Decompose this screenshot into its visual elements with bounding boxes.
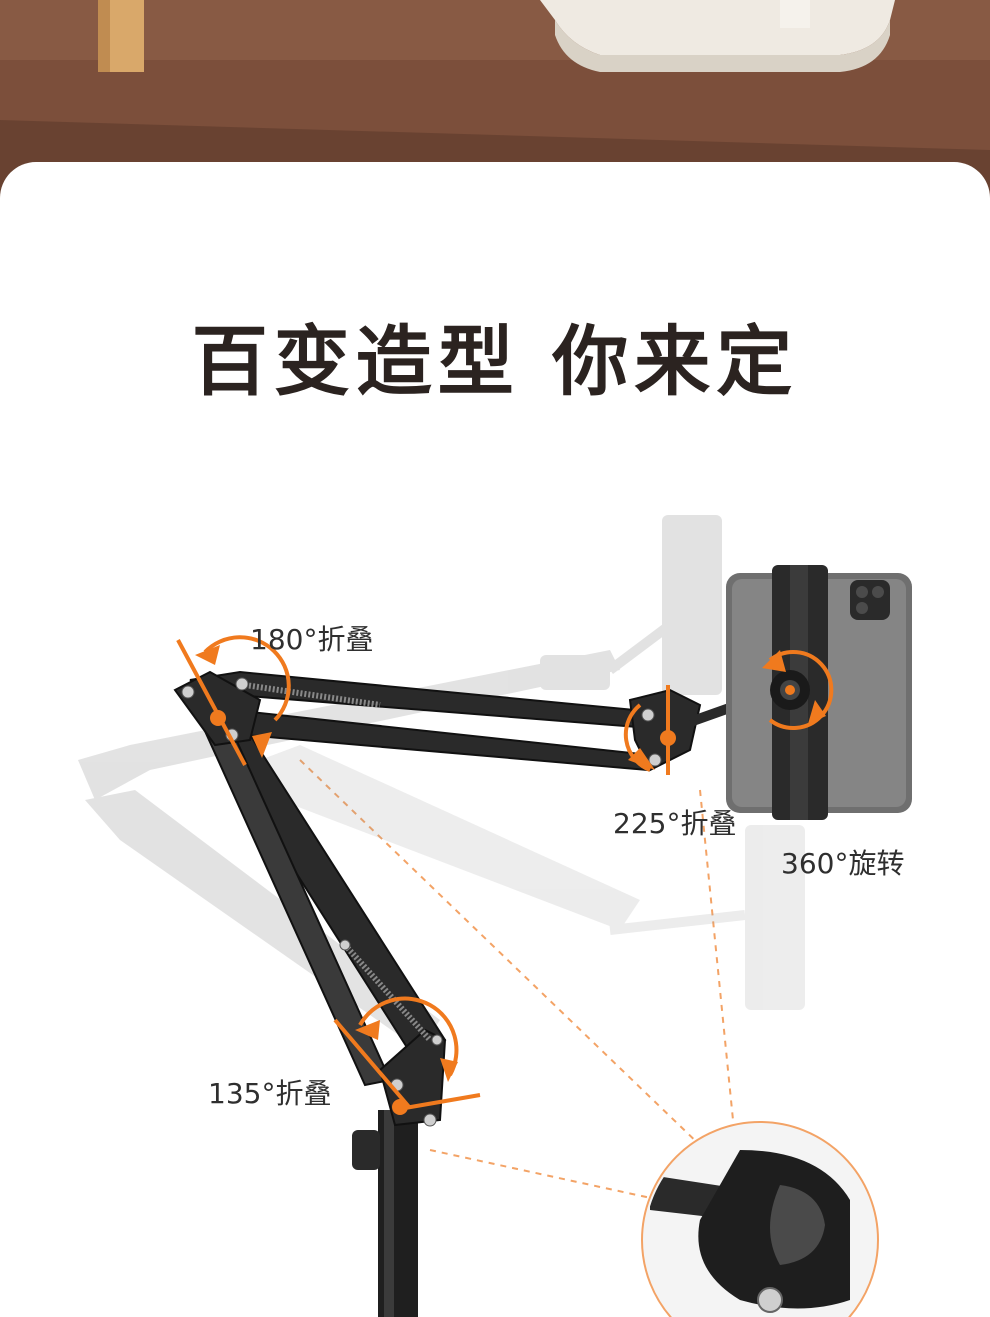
pivot-dots: [210, 685, 795, 1115]
label-rotate-360: 360°旋转: [781, 847, 905, 880]
ghost-arm-lower: [260, 745, 805, 1010]
label-fold-180: 180°折叠: [250, 623, 374, 656]
tablet-clamp: [770, 565, 828, 820]
page-title: 百变造型 你来定: [191, 317, 799, 406]
pole-knob: [352, 1130, 380, 1170]
label-fold-225: 225°折叠: [613, 807, 737, 840]
detail-zoom: [641, 1121, 879, 1317]
springs: [244, 682, 433, 1043]
main-arm: [173, 670, 702, 1127]
rotation-arrows: [176, 635, 834, 1110]
rotation-arrowheads: [195, 645, 826, 1082]
label-fold-135: 135°折叠: [208, 1077, 332, 1110]
guide-lines: [299, 759, 736, 1201]
